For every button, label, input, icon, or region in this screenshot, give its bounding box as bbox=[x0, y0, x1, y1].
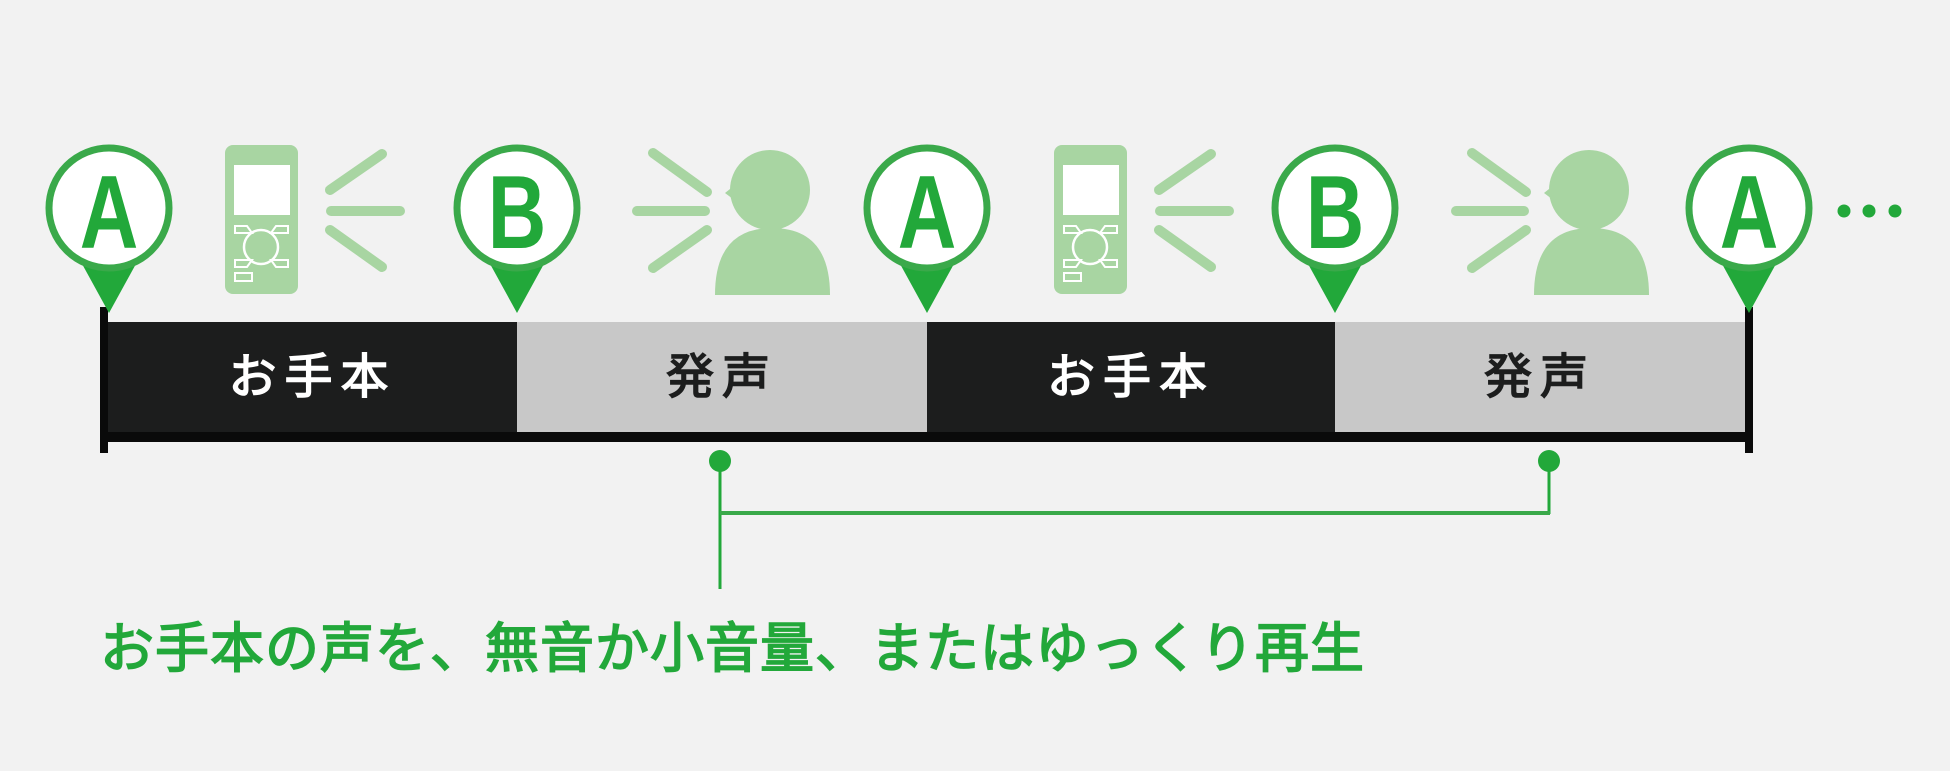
marker-letter: B bbox=[488, 154, 547, 270]
marker-letter: A bbox=[1720, 154, 1779, 270]
marker-letter: A bbox=[80, 154, 139, 270]
segment-4-bg bbox=[1335, 322, 1745, 432]
segment-3-bg bbox=[927, 322, 1335, 442]
caption-connector bbox=[709, 450, 1560, 589]
timeline-bar bbox=[100, 307, 1753, 453]
speaking-person-icon bbox=[715, 150, 830, 295]
sound-waves-icon bbox=[325, 149, 405, 272]
marker-pin-b: B bbox=[453, 144, 581, 313]
marker-pin-a: A bbox=[45, 144, 173, 313]
speaking-person-icon bbox=[1534, 150, 1649, 295]
timeline-end-tick bbox=[1745, 307, 1753, 453]
segment-label-speak: 発声 bbox=[1483, 349, 1596, 405]
recorder-icon bbox=[1054, 145, 1127, 294]
segment-2-bg bbox=[517, 322, 927, 432]
marker-pin-b: B bbox=[1271, 144, 1399, 313]
caption: お手本の声を、無音か小音量、またはゆっくり再生 bbox=[100, 617, 1365, 680]
sound-waves-icon bbox=[632, 148, 712, 273]
segment-1-bg bbox=[108, 322, 517, 442]
sound-waves-icon bbox=[1154, 149, 1234, 272]
segment-label-model: お手本 bbox=[228, 349, 397, 405]
sound-waves-icon bbox=[1451, 148, 1531, 273]
segment-label-model: お手本 bbox=[1046, 349, 1215, 405]
marker-letter: B bbox=[1306, 154, 1365, 270]
recorder-icon bbox=[225, 145, 298, 294]
marker-pin-a: A bbox=[1685, 144, 1813, 313]
timeline-baseline bbox=[100, 432, 1753, 442]
segment-label-speak: 発声 bbox=[665, 349, 778, 405]
timeline-start-tick bbox=[100, 307, 108, 453]
marker-letter: A bbox=[898, 154, 957, 270]
ellipsis-icon bbox=[1837, 204, 1902, 218]
marker-pin-a: A bbox=[863, 144, 991, 313]
